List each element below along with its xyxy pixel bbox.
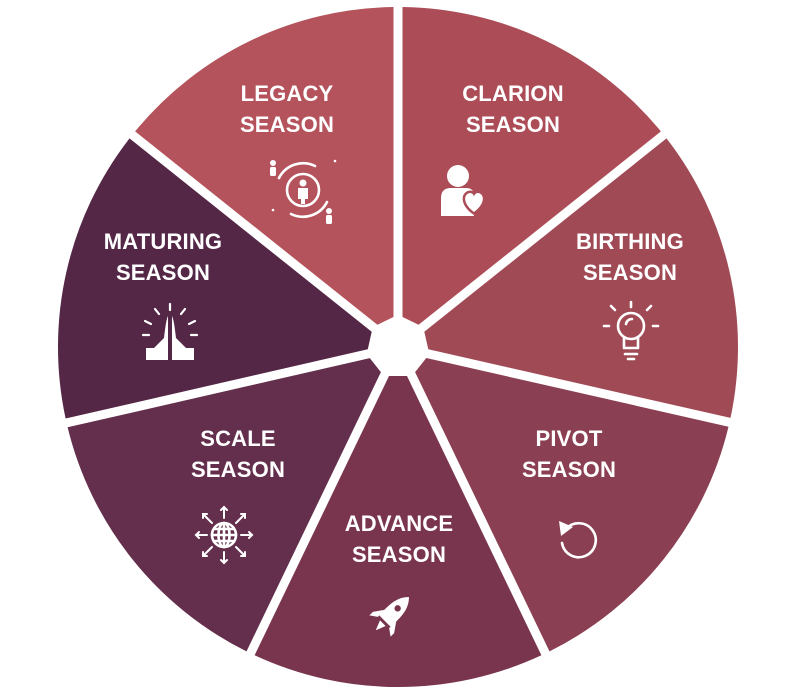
praying-hands-icon <box>141 302 199 360</box>
people-cycle-icon <box>270 159 337 224</box>
pivot-season-wedge <box>415 358 729 652</box>
pivot-label-line2: SEASON <box>522 457 616 482</box>
scale-season-wedge <box>67 358 381 652</box>
birthing-label-line2: SEASON <box>583 260 677 285</box>
maturing-label-line2: SEASON <box>116 260 210 285</box>
advance-label-line2: SEASON <box>352 542 446 567</box>
rocket-icon <box>369 597 409 637</box>
rotate-arrow-icon <box>559 521 598 559</box>
clarion-season-wedge <box>402 7 661 325</box>
lightbulb-icon <box>602 300 660 361</box>
birthing-label-line1: BIRTHING <box>576 229 684 254</box>
legacy-label-line1: LEGACY <box>241 81 334 106</box>
legacy-season-wedge <box>135 7 394 325</box>
legacy-label-line2: SEASON <box>240 112 334 137</box>
maturing-season-wedge <box>57 138 372 419</box>
globe-arrows-icon <box>194 505 254 565</box>
scale-label-line2: SEASON <box>191 457 285 482</box>
clarion-label-line1: CLARION <box>462 81 564 106</box>
pivot-label-line1: PIVOT <box>535 426 602 451</box>
scale-label-line1: SCALE <box>200 426 276 451</box>
person-heart-icon <box>441 165 486 216</box>
advance-season-wedge <box>254 376 542 688</box>
clarion-label-line2: SEASON <box>466 112 560 137</box>
birthing-season-wedge <box>424 138 738 418</box>
advance-label-line1: ADVANCE <box>345 511 454 536</box>
maturing-label-line1: MATURING <box>104 229 223 254</box>
